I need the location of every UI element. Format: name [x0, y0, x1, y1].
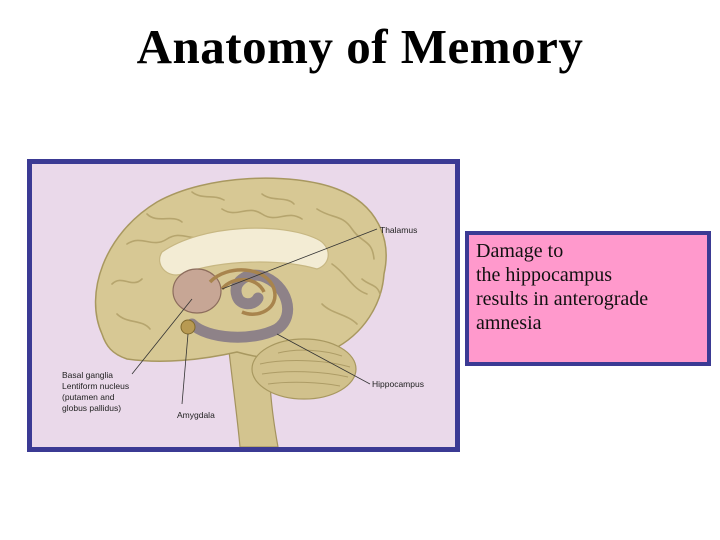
label-putamen: (putamen and — [62, 392, 115, 402]
label-thalamus: Thalamus — [380, 225, 417, 235]
callout-box: Damage to the hippocampus results in ant… — [465, 231, 711, 366]
brain-diagram: Thalamus Basal ganglia Lentiform nucleus… — [27, 159, 460, 452]
cerebellum-folia — [259, 349, 351, 387]
brain-illustration: Thalamus Basal ganglia Lentiform nucleus… — [62, 177, 424, 447]
label-hippocampus: Hippocampus — [372, 379, 424, 389]
cerebellum — [251, 338, 357, 400]
callout-line: amnesia — [476, 312, 542, 334]
corpus-callosum — [159, 227, 329, 276]
slide-title: Anatomy of Memory — [136, 19, 584, 74]
label-basal-ganglia: Basal ganglia — [62, 370, 113, 380]
thalamus-shape — [172, 268, 222, 314]
fornix-loops — [208, 268, 277, 316]
label-amygdala: Amygdala — [177, 410, 215, 420]
amygdala-shape — [180, 319, 196, 335]
callout-line: the hippocampus — [476, 264, 613, 286]
label-lentiform-nucleus: Lentiform nucleus — [62, 381, 129, 391]
label-globus-pallidus: globus pallidus) — [62, 403, 121, 413]
pointer-lines — [131, 228, 378, 405]
callout-line: results in anterograde — [476, 288, 649, 310]
gyri-texture — [111, 191, 381, 330]
callout-line: Damage to — [476, 240, 564, 262]
